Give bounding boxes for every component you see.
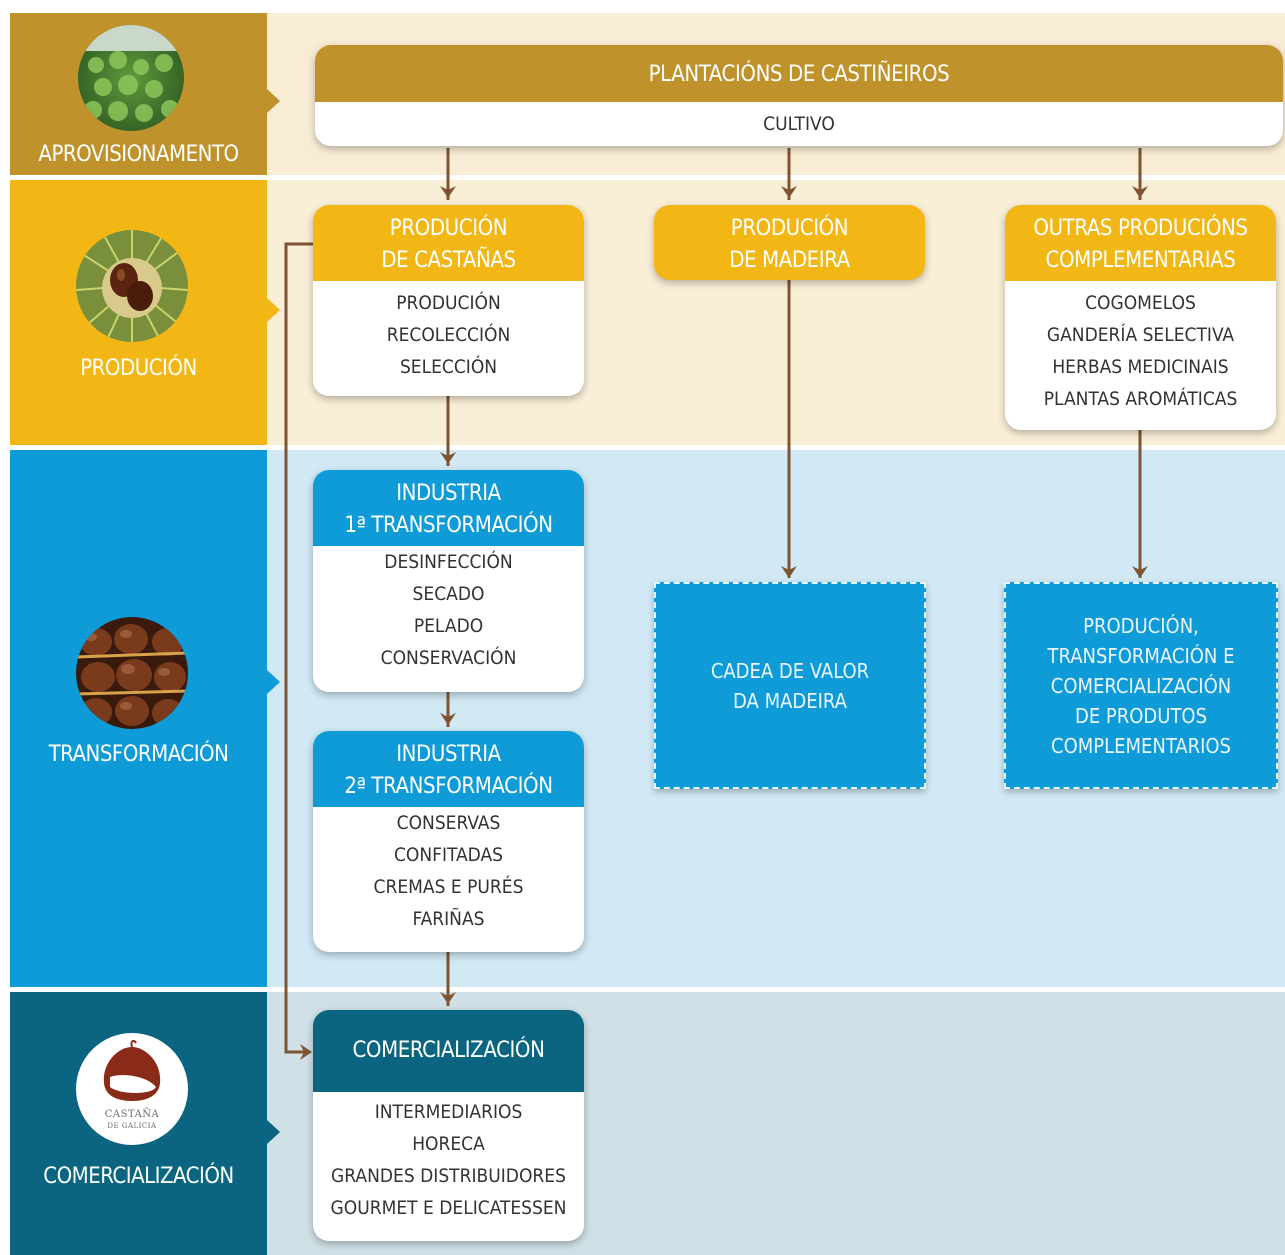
bypass-line xyxy=(284,242,313,1054)
stage-transformacion: TRANSFORMACIÓN xyxy=(10,450,280,987)
industria2-title2: 2ª TRANSFORMACIÓN xyxy=(344,774,553,799)
stage-label: COMERCIALIZACIÓN xyxy=(43,1164,234,1189)
list-item: CONSERVAS xyxy=(396,812,501,834)
plantations-box: PLANTACIÓNS DE CASTIÑEIROS CULTIVO xyxy=(315,45,1283,146)
madeira-title1: PRODUCIÓN xyxy=(730,216,849,241)
industria1-box: INDUSTRIA 1ª TRANSFORMACIÓN DESINFECCIÓN… xyxy=(313,470,584,692)
list-item: COGOMELOS xyxy=(1085,292,1196,314)
industria2-header: INDUSTRIA 2ª TRANSFORMACIÓN xyxy=(313,731,584,807)
industria1-title2: 1ª TRANSFORMACIÓN xyxy=(344,513,553,538)
list-item: CONFITADAS xyxy=(393,844,504,866)
industria2-items: CONSERVAS CONFITADAS CREMAS E PURÉS FARI… xyxy=(313,807,584,935)
list-item: HORECA xyxy=(412,1133,485,1155)
list-item: FARIÑAS xyxy=(412,908,485,930)
cadea-line2: DA MADEIRA xyxy=(733,688,847,713)
complementarios-box: PRODUCIÓN, TRANSFORMACIÓN E COMERCIALIZA… xyxy=(1004,582,1278,789)
list-item: INTERMEDIARIOS xyxy=(374,1101,523,1123)
list-item: SELECCIÓN xyxy=(399,356,498,378)
logo-text-line2: DE GALICIA xyxy=(107,1122,157,1130)
stage-pointer xyxy=(267,89,280,113)
list-item: SECADO xyxy=(412,583,485,605)
complementarios-line: COMPLEMENTARIOS xyxy=(1051,733,1231,758)
list-item: CREMAS E PURÉS xyxy=(373,876,524,898)
stage-label: TRANSFORMACIÓN xyxy=(48,742,229,767)
plantations-subtitle: CULTIVO xyxy=(763,113,835,135)
outras-title1: OUTRAS PRODUCIÓNS xyxy=(1033,216,1248,241)
madeira-title2: DE MADEIRA xyxy=(729,248,850,273)
castana-de-galicia-logo-icon: CASTAÑA DE GALICIA xyxy=(76,1033,188,1145)
castanas-header: PRODUCIÓN DE CASTAÑAS xyxy=(313,205,584,281)
comerc-items: INTERMEDIARIOS HORECA GRANDES DISTRIBUID… xyxy=(313,1092,584,1224)
industria2-box: INDUSTRIA 2ª TRANSFORMACIÓN CONSERVAS CO… xyxy=(313,731,584,952)
castanas-items: PRODUCIÓN RECOLECCIÓN SELECCIÓN xyxy=(313,281,584,383)
chestnut-burr-photo-icon xyxy=(76,230,188,342)
madeira-box: PRODUCIÓN DE MADEIRA xyxy=(654,205,925,280)
industria1-items: DESINFECCIÓN SECADO PELADO CONSERVACIÓN xyxy=(313,546,584,674)
list-item: DESINFECCIÓN xyxy=(384,551,513,573)
logo-text-line1: CASTAÑA xyxy=(104,1109,160,1120)
stage-producion: PRODUCIÓN xyxy=(10,180,280,445)
outras-items: COGOMELOS GANDERÍA SELECTIVA HERBAS MEDI… xyxy=(1005,281,1276,415)
list-item: PRODUCIÓN xyxy=(396,292,501,314)
stage-pointer xyxy=(267,1120,280,1144)
list-item: CONSERVACIÓN xyxy=(380,647,517,669)
cadea-box: CADEA DE VALOR DA MADEIRA xyxy=(654,582,926,789)
stage-label: PRODUCIÓN xyxy=(80,356,197,381)
castanas-title2: DE CASTAÑAS xyxy=(381,248,516,273)
industria1-header: INDUSTRIA 1ª TRANSFORMACIÓN xyxy=(313,470,584,546)
complementarios-line: TRANSFORMACIÓN E xyxy=(1047,643,1235,668)
comerc-box: COMERCIALIZACIÓN INTERMEDIARIOS HORECA G… xyxy=(313,1010,584,1241)
outras-header: OUTRAS PRODUCIÓNS COMPLEMENTARIAS xyxy=(1005,205,1276,281)
list-item: PLANTAS AROMÁTICAS xyxy=(1043,388,1238,410)
list-item: GRANDES DISTRIBUIDORES xyxy=(331,1165,566,1187)
list-item: RECOLECCIÓN xyxy=(386,324,511,346)
list-item: GOURMET E DELICATESSEN xyxy=(330,1197,567,1219)
stage-pointer xyxy=(267,298,280,322)
complementarios-line: PRODUCIÓN, xyxy=(1083,613,1199,638)
stage-pointer xyxy=(267,670,280,694)
castanas-title1: PRODUCIÓN xyxy=(389,216,508,241)
outras-title2: COMPLEMENTARIAS xyxy=(1045,248,1236,273)
list-item: HERBAS MEDICINAIS xyxy=(1052,356,1229,378)
stage-aprovisionamento: APROVISIONAMENTO xyxy=(10,13,280,175)
outras-box: OUTRAS PRODUCIÓNS COMPLEMENTARIAS COGOME… xyxy=(1005,205,1276,430)
complementarios-line: COMERCIALIZACIÓN xyxy=(1050,673,1232,698)
comerc-title: COMERCIALIZACIÓN xyxy=(313,1010,584,1092)
list-item: GANDERÍA SELECTIVA xyxy=(1046,324,1235,346)
plantations-title: PLANTACIÓNS DE CASTIÑEIROS xyxy=(315,45,1283,102)
industria2-title1: INDUSTRIA xyxy=(396,742,501,767)
industria1-title1: INDUSTRIA xyxy=(396,481,501,506)
cadea-line1: CADEA DE VALOR xyxy=(710,658,870,683)
roasted-chestnuts-photo-icon xyxy=(76,617,188,729)
madeira-header: PRODUCIÓN DE MADEIRA xyxy=(654,205,925,277)
list-item: PELADO xyxy=(413,615,484,637)
complementarios-line: DE PRODUTOS xyxy=(1074,703,1208,728)
stage-comercializacion: CASTAÑA DE GALICIA COMERCIALIZACIÓN xyxy=(10,992,280,1255)
stage-label: APROVISIONAMENTO xyxy=(38,142,239,167)
castanas-box: PRODUCIÓN DE CASTAÑAS PRODUCIÓN RECOLECC… xyxy=(313,205,584,396)
